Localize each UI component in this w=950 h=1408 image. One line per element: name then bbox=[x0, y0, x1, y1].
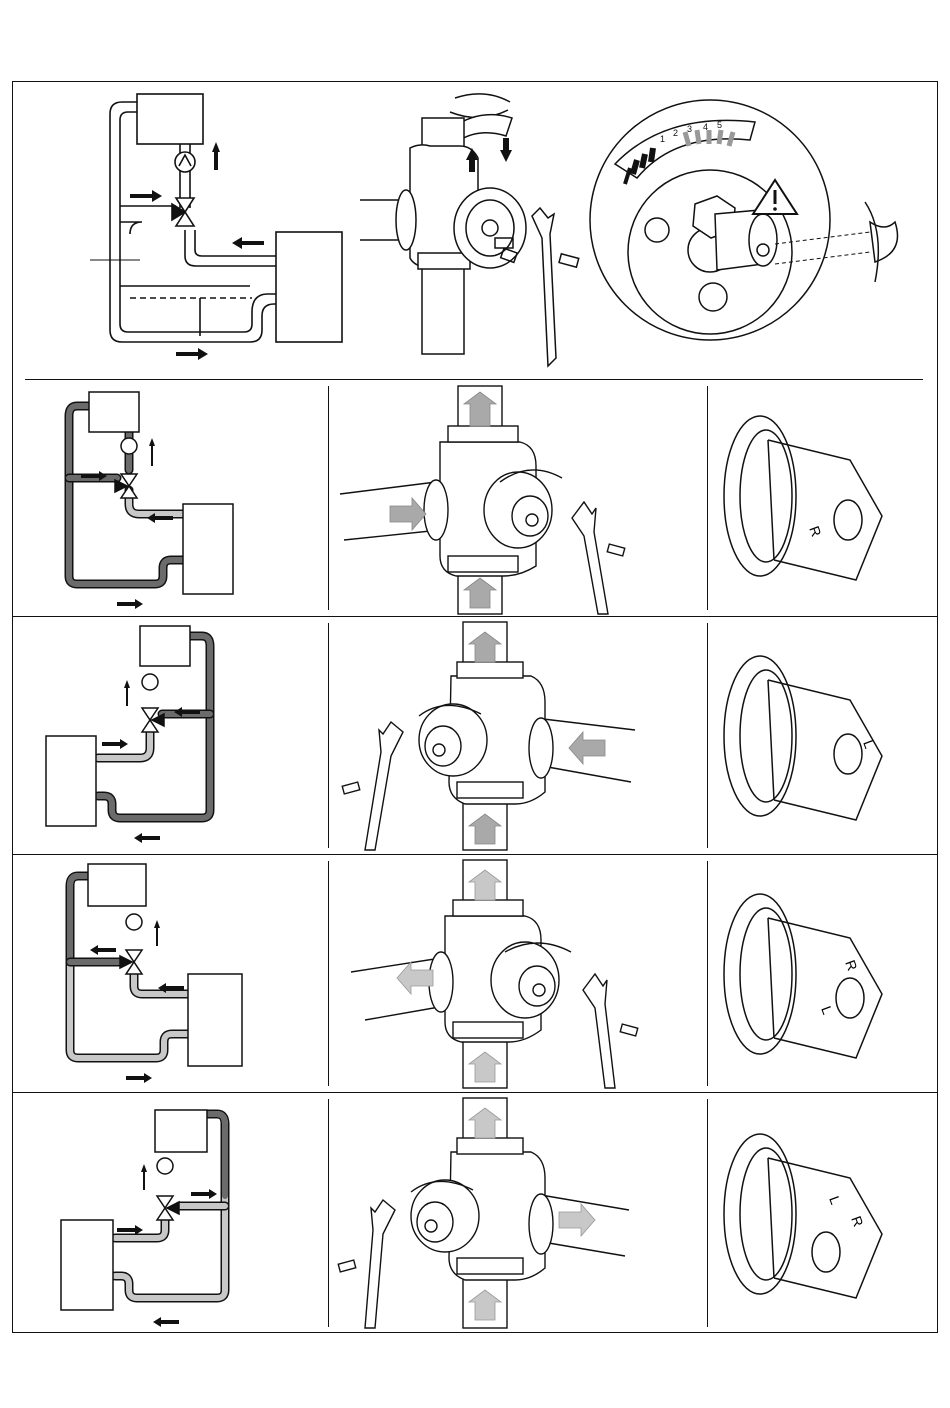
column-divider-right bbox=[707, 623, 708, 848]
port-mark-l: L bbox=[818, 1004, 836, 1017]
row-3-schematic bbox=[60, 862, 260, 1084]
port-mark-l: L bbox=[826, 1194, 844, 1207]
scale-digit-1: 1 bbox=[660, 134, 665, 144]
row-4-schematic bbox=[55, 1100, 255, 1322]
row-4-valve-view bbox=[335, 1098, 695, 1328]
column-divider-right bbox=[707, 1099, 708, 1327]
row-3-spindle-view: R L bbox=[720, 878, 920, 1078]
column-divider-left bbox=[328, 1099, 329, 1327]
column-divider-right bbox=[707, 386, 708, 610]
scale-digit-2: 2 bbox=[673, 128, 678, 138]
row-4-spindle-view: L R bbox=[720, 1118, 920, 1318]
row-1-spindle-view: R bbox=[720, 400, 920, 600]
row-1-valve-view bbox=[340, 386, 700, 614]
header-magnified-scale-disc: 1 2 3 4 5 bbox=[585, 92, 935, 347]
header-valve-exploded-view bbox=[360, 88, 590, 373]
row-2-spindle-view: L bbox=[720, 640, 920, 840]
row-3-valve-view bbox=[345, 860, 705, 1088]
port-mark-r: R bbox=[848, 1214, 866, 1229]
column-divider-left bbox=[328, 623, 329, 848]
row-divider-3 bbox=[12, 1092, 938, 1093]
column-divider-left bbox=[328, 386, 329, 610]
eye-icon bbox=[870, 222, 898, 262]
header-divider bbox=[25, 379, 923, 380]
scale-digit-4: 4 bbox=[703, 122, 708, 132]
port-mark-r: R bbox=[842, 958, 860, 973]
rotate-arrows-icon bbox=[455, 94, 510, 102]
scale-digit-3: 3 bbox=[687, 124, 692, 134]
port-mark-r: R bbox=[806, 524, 824, 539]
scale-digit-5: 5 bbox=[717, 120, 722, 130]
row-1-schematic bbox=[55, 390, 255, 612]
header-system-schematic bbox=[80, 90, 360, 370]
row-divider-2 bbox=[12, 854, 938, 855]
row-2-schematic bbox=[40, 624, 240, 846]
port-mark-l: L bbox=[860, 738, 878, 751]
row-divider-1 bbox=[12, 616, 938, 617]
column-divider-left bbox=[328, 861, 329, 1086]
column-divider-right bbox=[707, 861, 708, 1086]
row-2-valve-view bbox=[335, 622, 695, 850]
